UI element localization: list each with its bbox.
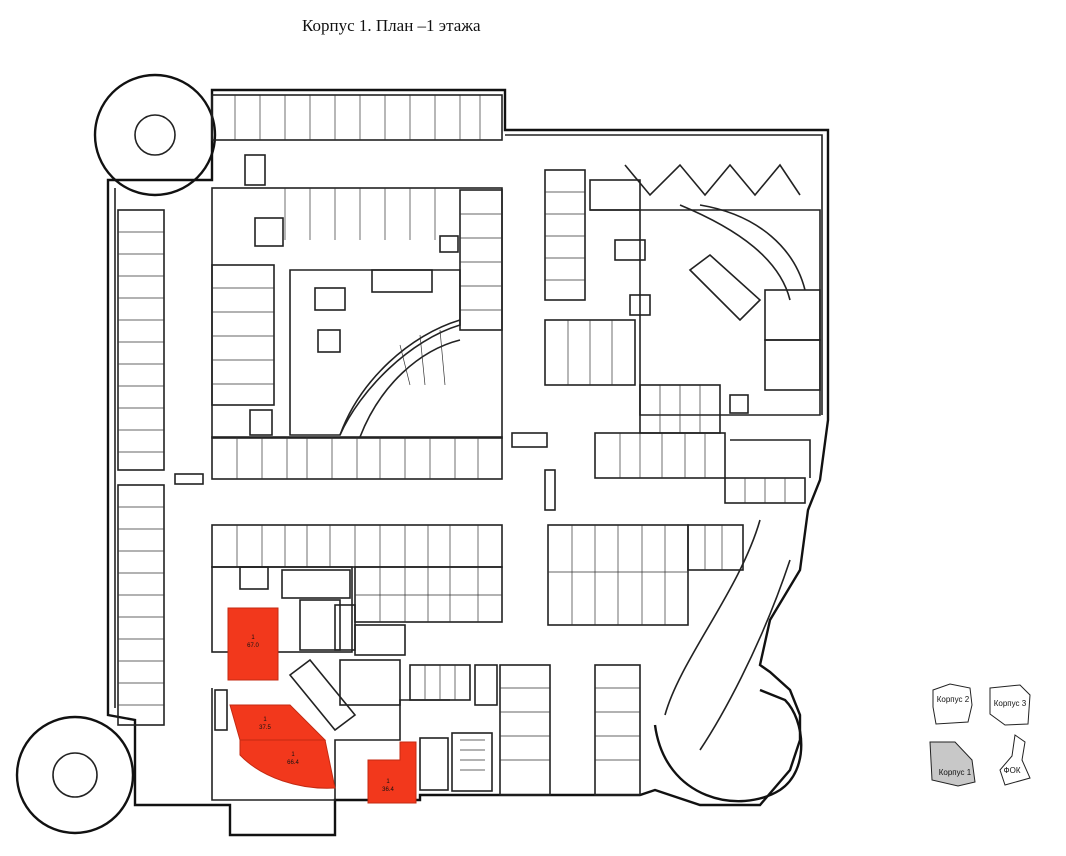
key-building-3-label: Корпус 3 [994, 699, 1027, 708]
highlighted-units: 1 67.0 1 37.5 1 66.4 1 36.4 [227, 607, 417, 804]
building-outline [15, 73, 830, 837]
key-map: Корпус 2 Корпус 3 Корпус 1 ФОК [929, 683, 1031, 787]
parking-left-column [117, 209, 204, 726]
key-building-fok[interactable]: ФОК [999, 734, 1031, 786]
parking-top-row [211, 94, 503, 186]
key-building-1-label: Корпус 1 [939, 768, 972, 777]
key-building-fok-label: ФОК [1004, 766, 1021, 775]
lower-left-block [211, 524, 503, 801]
key-building-2-label: Корпус 2 [937, 695, 970, 704]
unit-66-4-area: 66.4 [287, 760, 299, 766]
unit-66-4-number: 1 [291, 752, 295, 758]
unit-37-5-number: 1 [263, 717, 267, 723]
key-building-3[interactable]: Корпус 3 [989, 684, 1031, 726]
parking-middle-row [211, 432, 548, 480]
unit-37-5[interactable] [229, 704, 327, 741]
page-title: Корпус 1. План –1 этажа [302, 16, 481, 35]
key-building-2[interactable]: Корпус 2 [932, 683, 973, 725]
unit-67-0-number: 1 [251, 635, 255, 641]
unit-67-0[interactable] [227, 607, 279, 681]
unit-67-0-area: 67.0 [247, 643, 259, 649]
unit-36-4-area: 36.4 [382, 787, 394, 793]
parking-right-rows [544, 432, 811, 626]
parking-lower-middle [474, 664, 641, 796]
upper-left-block [211, 187, 503, 439]
key-building-1[interactable]: Корпус 1 [929, 741, 976, 787]
unit-36-4[interactable] [367, 741, 417, 804]
unit-36-4-number: 1 [386, 779, 390, 785]
unit-66-4[interactable] [239, 739, 336, 789]
upper-right-block [544, 163, 821, 434]
unit-37-5-area: 37.5 [259, 725, 271, 731]
